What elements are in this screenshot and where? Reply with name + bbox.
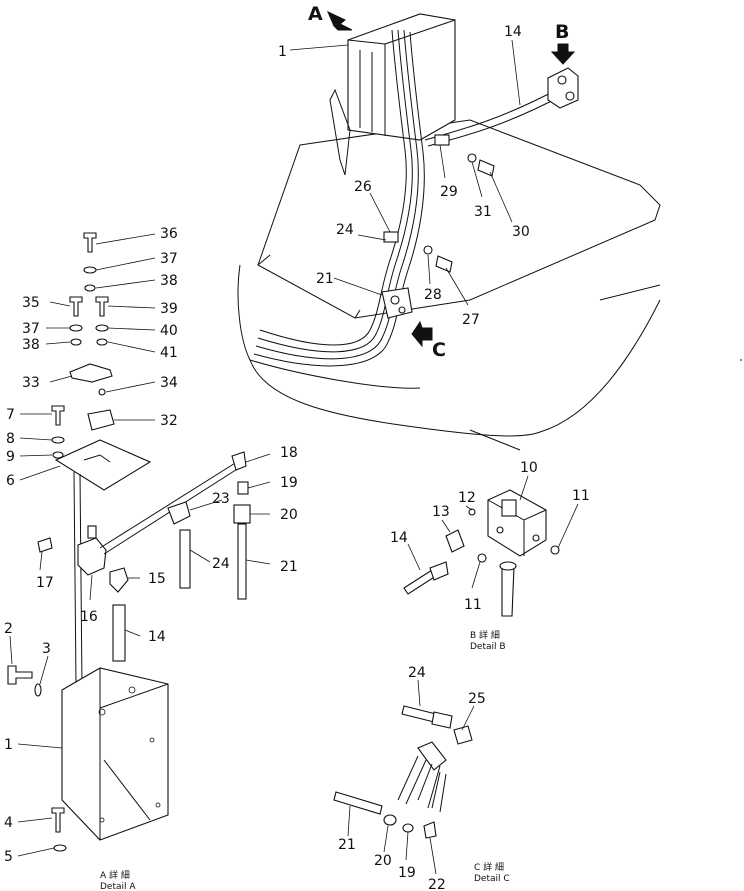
callout-21: 21 xyxy=(280,559,298,575)
callout-22: 22 xyxy=(428,877,446,891)
svg-text:C 詳 細: C 詳 細 xyxy=(474,861,504,873)
callout-16: 16 xyxy=(80,609,98,625)
callout-10: 10 xyxy=(520,460,538,476)
svg-text:Detail A: Detail A xyxy=(100,882,136,891)
callout-1: 1 xyxy=(278,44,287,60)
callout-32: 32 xyxy=(160,413,178,429)
svg-text:B 詳 細: B 詳 細 xyxy=(470,629,500,641)
callout-8: 8 xyxy=(6,431,15,447)
callout-20: 20 xyxy=(280,507,298,523)
callout-24: 24 xyxy=(408,665,426,681)
view-arrow-a xyxy=(327,10,353,31)
callout-40: 40 xyxy=(160,323,178,339)
callout-38: 38 xyxy=(160,273,178,289)
callout-20: 20 xyxy=(374,853,392,869)
callout-14: 14 xyxy=(504,24,522,40)
callout-21: 21 xyxy=(316,271,334,287)
svg-text:A 詳 細: A 詳 細 xyxy=(100,869,130,881)
callout-27: 27 xyxy=(462,312,480,328)
callout-30: 30 xyxy=(512,224,530,240)
callout-34: 34 xyxy=(160,375,178,391)
detail-b-assembly xyxy=(403,475,579,617)
callout-38: 38 xyxy=(22,337,40,353)
callout-28: 28 xyxy=(424,287,442,303)
callout-1: 1 xyxy=(4,737,13,753)
view-arrow-c xyxy=(411,320,433,348)
callout-37: 37 xyxy=(160,251,178,267)
callout-25: 25 xyxy=(468,691,486,707)
callout-5: 5 xyxy=(4,849,13,865)
callout-9: 9 xyxy=(6,449,15,465)
callout-37: 37 xyxy=(22,321,40,337)
callout-29: 29 xyxy=(440,184,458,200)
callout-41: 41 xyxy=(160,345,178,361)
callout-13: 13 xyxy=(432,504,450,520)
main-assembly xyxy=(237,13,742,451)
view-label-c: C xyxy=(432,339,446,361)
detail-c-assembly xyxy=(333,679,475,875)
svg-text:Detail B: Detail B xyxy=(470,642,506,652)
callout-11: 11 xyxy=(572,488,590,504)
callout-2: 2 xyxy=(4,621,13,637)
view-label-b: B xyxy=(555,21,569,43)
view-arrow-b xyxy=(550,43,576,65)
callout-15: 15 xyxy=(148,571,166,587)
svg-text:Detail C: Detail C xyxy=(474,874,510,884)
detail-c-caption: C 詳 細 Detail C xyxy=(474,861,510,884)
callout-24: 24 xyxy=(212,556,230,572)
callout-36: 36 xyxy=(160,226,178,242)
detail-a-assembly xyxy=(7,232,271,857)
callout-numbers: 1 14 26 29 31 30 24 28 21 27 36 37 38 35… xyxy=(4,24,590,891)
callout-14: 14 xyxy=(148,629,166,645)
callout-18: 18 xyxy=(280,445,298,461)
callout-3: 3 xyxy=(42,641,51,657)
callout-11: 11 xyxy=(464,597,482,613)
callout-26: 26 xyxy=(354,179,372,195)
callout-6: 6 xyxy=(6,473,15,489)
callout-12: 12 xyxy=(458,490,476,506)
callout-33: 33 xyxy=(22,375,40,391)
callout-19: 19 xyxy=(398,865,416,881)
callout-17: 17 xyxy=(36,575,54,591)
view-label-a: A xyxy=(308,3,323,25)
detail-a-caption: A 詳 細 Detail A xyxy=(100,869,136,891)
callout-39: 39 xyxy=(160,301,178,317)
callout-21: 21 xyxy=(338,837,356,853)
callout-4: 4 xyxy=(4,815,13,831)
callout-24: 24 xyxy=(336,222,354,238)
detail-b-caption: B 詳 細 Detail B xyxy=(470,629,506,652)
callout-31: 31 xyxy=(474,204,492,220)
callout-14: 14 xyxy=(390,530,408,546)
callout-7: 7 xyxy=(6,407,15,423)
callout-19: 19 xyxy=(280,475,298,491)
callout-23: 23 xyxy=(212,491,230,507)
callout-35: 35 xyxy=(22,295,40,311)
